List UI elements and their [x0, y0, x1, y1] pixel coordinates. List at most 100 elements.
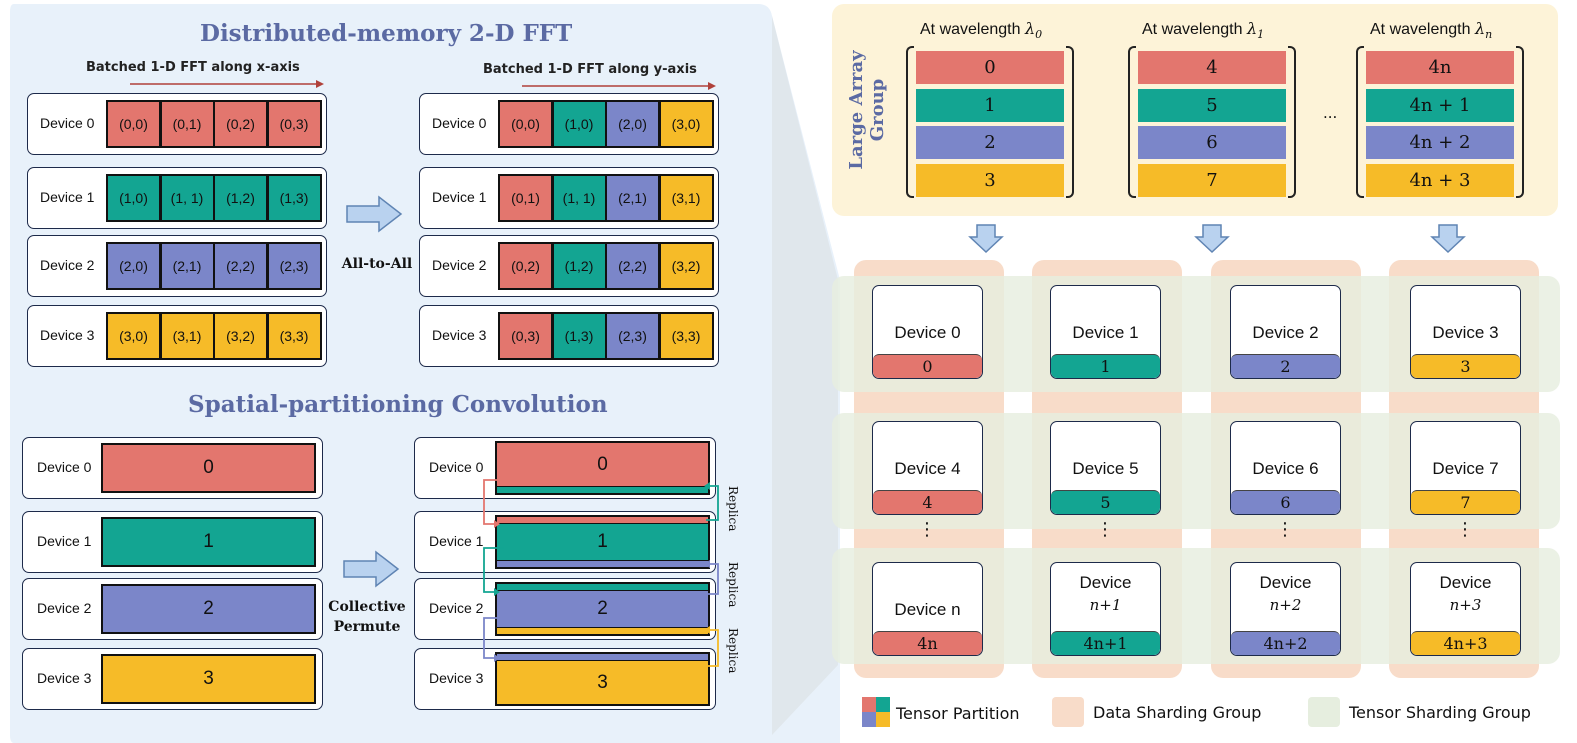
matrix-bracket-right — [1066, 46, 1074, 198]
device-label: Device 2 — [40, 257, 95, 273]
partition-cell: (1,2) — [551, 242, 607, 290]
partition-cell: (2,3) — [266, 242, 322, 290]
device-row: Device 2(2,0)(2,1)(2,2)(2,3) — [27, 235, 327, 297]
partition-cell: (3,2) — [658, 242, 714, 290]
partition-cell: (1, 1) — [551, 174, 607, 222]
device-label: Device 3 — [432, 327, 487, 343]
partition-block: 1 — [497, 524, 708, 560]
device-label: Device 0 — [432, 115, 487, 131]
partition-cell: (3,0) — [658, 100, 714, 148]
device-name: Device 1 — [1072, 323, 1139, 342]
device-partition-bar: 0 — [873, 354, 982, 378]
conv-title: Spatial-partitioning Convolution — [188, 391, 608, 418]
device-label: Device 3 — [429, 670, 484, 686]
large-array-label-line2: Group — [867, 78, 888, 142]
vertical-ellipsis: ⋮ — [918, 519, 936, 540]
partition-cell: (2,2) — [605, 242, 660, 290]
wavelength-partition-cell: 4 — [1138, 51, 1286, 84]
partition-cell: (2,2) — [213, 242, 268, 290]
device-name: Device 6 — [1252, 459, 1319, 478]
wavelength-partition-cell: 3 — [916, 163, 1064, 197]
device-partition-bar: 1 — [1051, 354, 1160, 378]
down-arrow-icon — [968, 224, 1004, 254]
halo-exchange-lines — [483, 479, 719, 667]
vertical-ellipsis: ⋮ — [1096, 519, 1114, 540]
partition-cell: (1,2) — [213, 174, 268, 222]
lambda-symbol: λ — [1024, 19, 1036, 38]
data-sharding-legend-label: Data Sharding Group — [1093, 703, 1262, 722]
device-row: Device 0(0,0)(1,0)(2,0)(3,0) — [419, 93, 719, 155]
device-label: Device 3 — [37, 670, 92, 686]
fft-y-axis-label: Batched 1-D FFT along y-axis — [483, 62, 697, 77]
replica-label-3: Replica — [726, 628, 740, 674]
partition-cell: (3,1) — [159, 312, 215, 360]
wavelength-prefix: At wavelength — [1370, 21, 1475, 38]
device-box: Device 1 1 — [1050, 285, 1161, 379]
collective-permute-arrow-icon — [343, 550, 400, 588]
device-name: Device 2 — [1252, 323, 1319, 342]
partition-cell: (1,3) — [551, 312, 607, 360]
fft-x-axis-label: Batched 1-D FFT along x-axis — [86, 60, 300, 75]
partition-block: 2 — [101, 584, 316, 634]
device-name: Device 0 — [894, 323, 961, 342]
collective-label: Collective — [328, 599, 406, 615]
device-row: Device 0(0,0)(0,1)(0,2)(0,3) — [27, 93, 327, 155]
fft-title: Distributed-memory 2-D FFT — [200, 20, 573, 47]
collective-permute-label: Collective Permute — [327, 597, 407, 637]
partition-cell: (3,2) — [213, 312, 268, 360]
matrix-bracket-right — [1288, 46, 1296, 198]
device-label: Device 3 — [40, 327, 95, 343]
partition-cell: (1,3) — [266, 174, 322, 222]
matrix-bracket-left — [1356, 46, 1364, 198]
device-partition-bar: 6 — [1231, 490, 1340, 514]
device-partition-bar: 2 — [1231, 354, 1340, 378]
down-arrow-icon — [1430, 224, 1466, 254]
permute-label: Permute — [333, 619, 401, 635]
partition-cell: (0,2) — [213, 100, 268, 148]
partition-cell: (2,3) — [605, 312, 660, 360]
data-sharding-legend-swatch — [1052, 697, 1084, 727]
device-partition-bar: 4n+1 — [1051, 631, 1160, 655]
partition-block: 2 — [497, 591, 708, 627]
device-partition-bar: 7 — [1411, 490, 1520, 514]
wavelength-partition-cell: 1 — [916, 88, 1064, 122]
device-name: Device 4 — [894, 459, 961, 478]
wavelength-partition-cell: 6 — [1138, 126, 1286, 159]
device-name: Device — [1079, 573, 1132, 592]
large-array-label-line1: Large Array — [846, 50, 867, 170]
lambda-subscript: n — [1485, 28, 1493, 42]
device-row: Device 3 3 — [414, 648, 716, 710]
device-box: Device 2 2 — [1230, 285, 1341, 379]
halo-bottom — [497, 486, 708, 493]
tensor-sharding-legend-swatch — [1308, 697, 1340, 727]
partition-block: 1 — [101, 517, 316, 567]
matrix-bracket-right — [1516, 46, 1524, 198]
partition-cell: (1, 1) — [159, 174, 215, 222]
device-label: Device 1 — [37, 533, 92, 549]
down-arrow-icon — [1194, 224, 1230, 254]
lambda-symbol: λ — [1474, 19, 1486, 38]
partition-block-with-halo: 3 — [495, 652, 710, 706]
matrix-bracket-left — [906, 46, 914, 198]
wavelength-partition-cell: 2 — [916, 126, 1064, 159]
device-partition-bar: 3 — [1411, 354, 1520, 378]
halo-bottom — [497, 627, 708, 634]
wavelength-label: At wavelength λ0 — [920, 19, 1042, 41]
partition-cell: (0,0) — [498, 100, 553, 148]
wavelength-partition-cell: 4n + 3 — [1366, 163, 1514, 197]
partition-cell: (1,0) — [106, 174, 161, 222]
replica-label-1: Replica — [726, 486, 740, 532]
device-box: Device 6 6 — [1230, 421, 1341, 515]
wavelength-partition-cell: 4n + 2 — [1366, 126, 1514, 159]
partition-cell: (0,2) — [498, 242, 553, 290]
partition-block: 3 — [497, 661, 708, 704]
partition-block-with-halo: 1 — [495, 515, 710, 569]
device-label: Device 2 — [432, 257, 487, 273]
device-label: Device 0 — [429, 459, 484, 475]
